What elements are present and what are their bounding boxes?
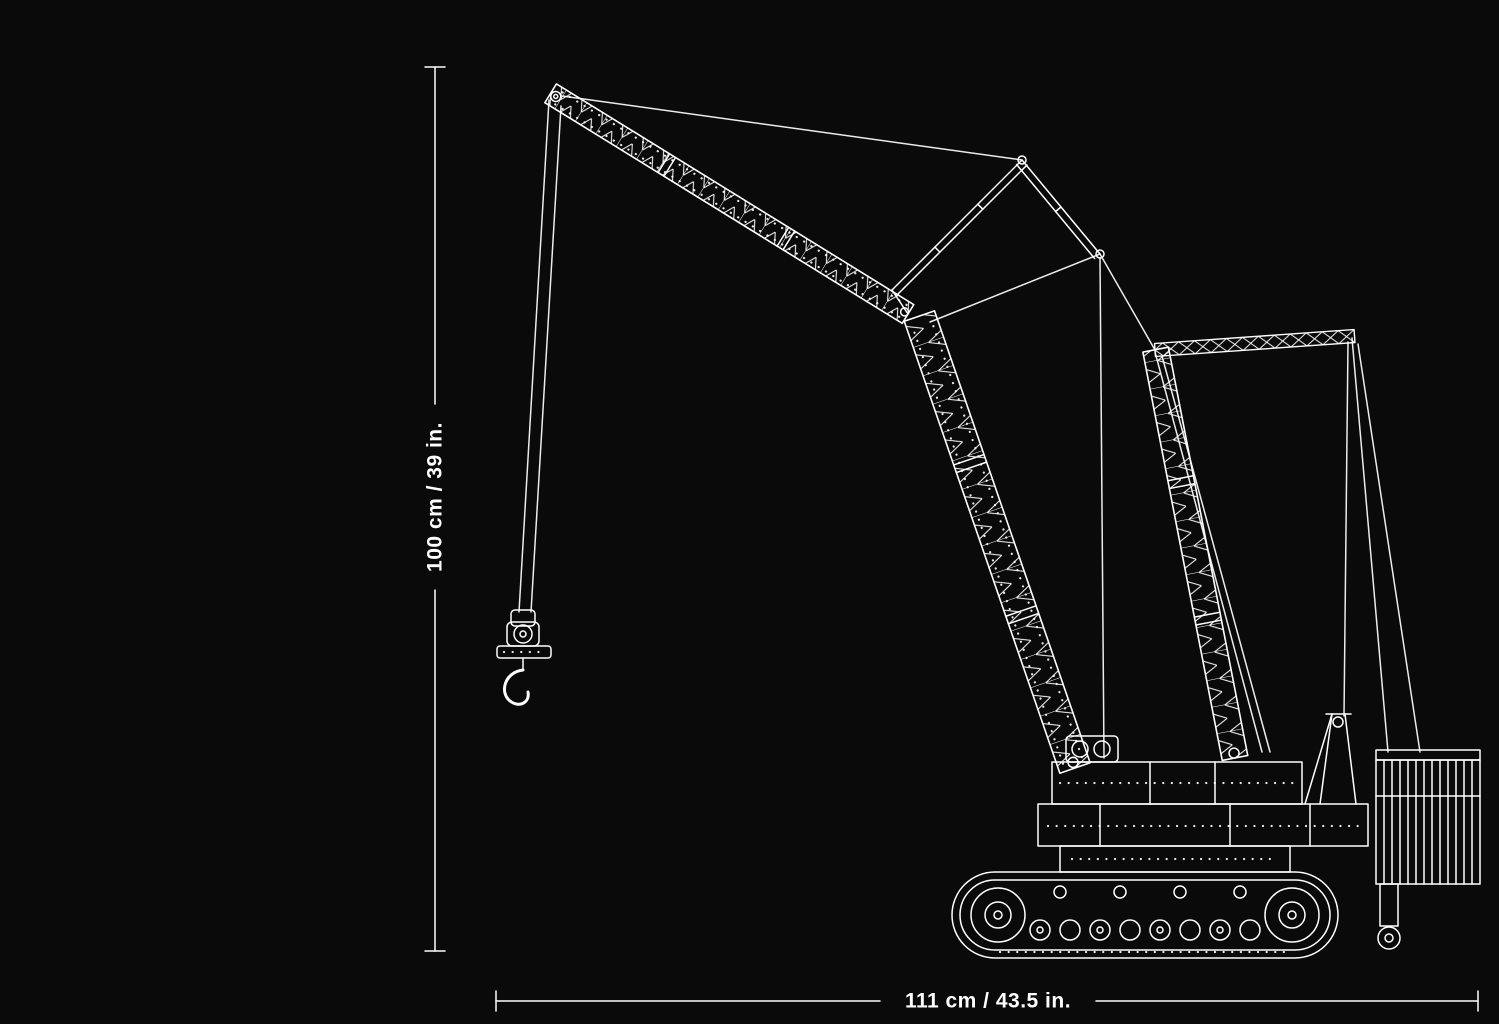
pendant-cables <box>561 95 1421 759</box>
hook-block <box>496 609 552 706</box>
superstructure <box>1037 713 1369 873</box>
width-dimension: 111 cm / 43.5 in. <box>495 990 1479 1013</box>
derrick-mast <box>1142 346 1249 762</box>
height-dimension-label: 100 cm / 39 in. <box>424 422 447 572</box>
luffing-jib <box>544 83 915 325</box>
height-dimension: 100 cm / 39 in. <box>424 66 447 952</box>
crawler-tracks <box>951 871 1339 959</box>
main-boom <box>903 310 1091 775</box>
width-dimension-label: 111 cm / 43.5 in. <box>905 990 1071 1013</box>
counterweight-tray <box>1375 749 1481 950</box>
hoist-cables <box>518 99 562 613</box>
upper-truss <box>1153 328 1356 358</box>
jib-strut <box>891 155 1105 315</box>
